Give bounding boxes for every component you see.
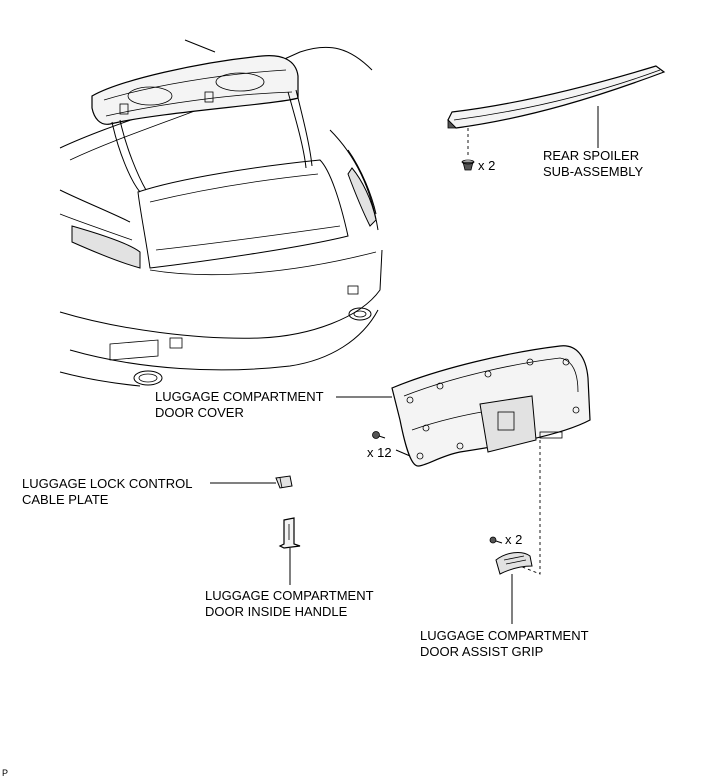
cover-clip-quantity: x 12 bbox=[367, 445, 392, 460]
inside-handle-label-line2: DOOR INSIDE HANDLE bbox=[205, 604, 348, 619]
rear-spoiler-label: REAR SPOILER SUB-ASSEMBLY bbox=[543, 148, 643, 180]
grip-screw-icon bbox=[489, 536, 503, 544]
door-cover-illustration bbox=[391, 345, 591, 467]
spoiler-clip-quantity: x 2 bbox=[478, 158, 496, 173]
lock-cable-plate-label-line1: LUGGAGE LOCK CONTROL bbox=[22, 476, 193, 491]
inside-handle-label: LUGGAGE COMPARTMENT DOOR INSIDE HANDLE bbox=[205, 588, 374, 620]
door-cover-label: LUGGAGE COMPARTMENT DOOR COVER bbox=[155, 389, 324, 421]
corner-code: P bbox=[2, 768, 9, 778]
vehicle-rear-illustration bbox=[59, 39, 383, 387]
cable-plate-illustration bbox=[275, 475, 293, 489]
door-cover-label-line1: LUGGAGE COMPARTMENT bbox=[155, 389, 324, 404]
rear-spoiler-label-line1: REAR SPOILER bbox=[543, 148, 640, 163]
assist-grip-label: LUGGAGE COMPARTMENT DOOR ASSIST GRIP bbox=[420, 628, 589, 660]
lock-cable-plate-label-line2: CABLE PLATE bbox=[22, 492, 109, 507]
cover-clip-icon bbox=[372, 431, 386, 439]
spoiler-clip-icon bbox=[461, 159, 475, 171]
rear-spoiler-illustration bbox=[447, 65, 666, 129]
rear-spoiler-label-line2: SUB-ASSEMBLY bbox=[543, 164, 644, 179]
inside-handle-label-line1: LUGGAGE COMPARTMENT bbox=[205, 588, 374, 603]
door-cover-label-line2: DOOR COVER bbox=[155, 405, 244, 420]
inside-handle-illustration bbox=[278, 517, 301, 549]
grip-screw-quantity: x 2 bbox=[505, 532, 523, 547]
assist-grip-label-line1: LUGGAGE COMPARTMENT bbox=[420, 628, 589, 643]
assist-grip-label-line2: DOOR ASSIST GRIP bbox=[420, 644, 544, 659]
lock-cable-plate-label: LUGGAGE LOCK CONTROL CABLE PLATE bbox=[22, 476, 192, 508]
assist-grip-illustration bbox=[495, 552, 533, 575]
